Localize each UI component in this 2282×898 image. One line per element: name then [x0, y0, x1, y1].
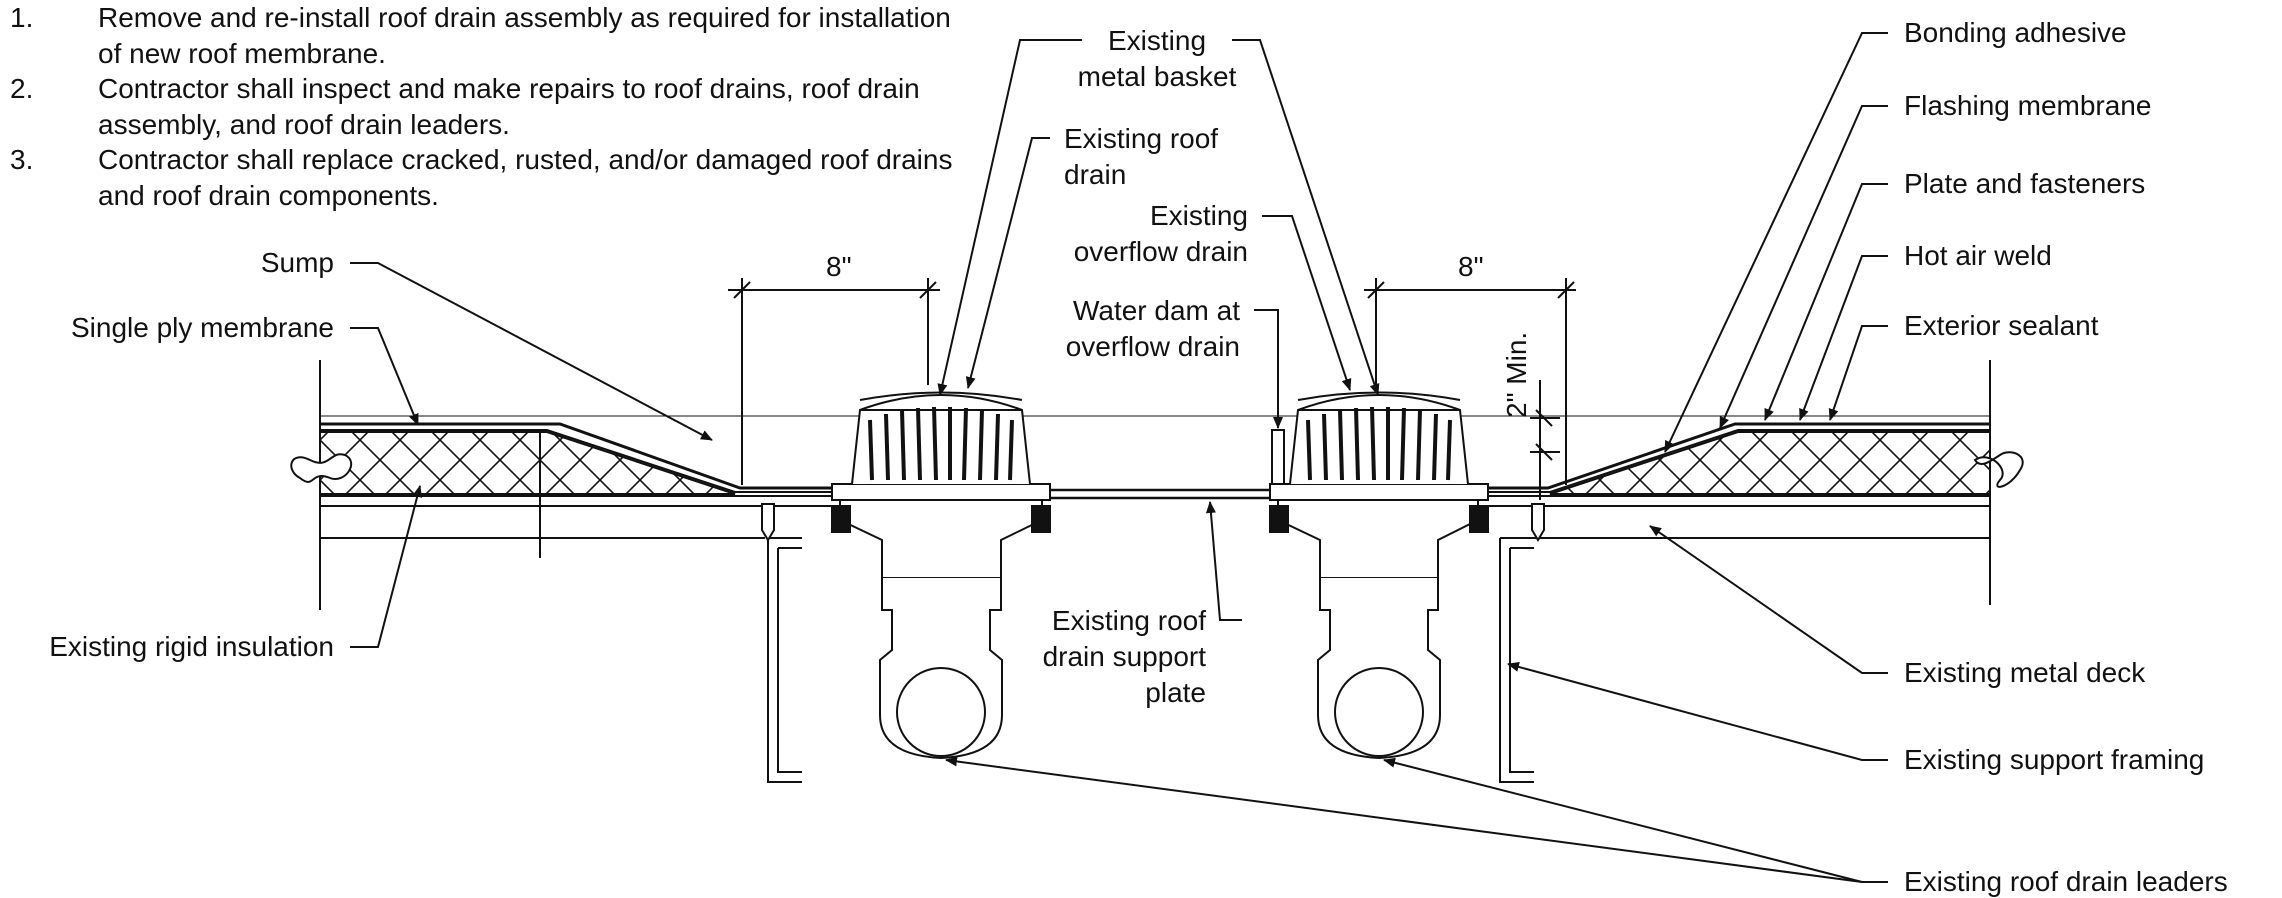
note-3: 3. Contractor shall replace cracked, rust… [10, 142, 970, 213]
label-roof-drain-1: Existing roof [1064, 123, 1218, 154]
note-2-number: 2. [10, 73, 34, 104]
leader-metal-basket-right [1232, 39, 1380, 396]
leader-overflow-drain [1262, 215, 1352, 391]
roof-drain-left [831, 391, 1051, 760]
leader-lines [350, 32, 1888, 883]
note-1: 1. Remove and re-install roof drain assem… [10, 0, 970, 71]
note-2: 2. Contractor shall inspect and make repa… [10, 71, 970, 142]
leader-flashing-membrane [1719, 105, 1888, 429]
label-support-plate-2: drain support [1043, 641, 1207, 672]
rigid-insulation-right [1549, 431, 1991, 495]
label-plate-and-fasteners: Plate and fasteners [1904, 168, 2145, 199]
leader-drain-leaders-left [945, 756, 1888, 883]
label-existing-metal-deck: Existing metal deck [1904, 657, 2146, 688]
label-existing-roof-drain-leaders: Existing roof drain leaders [1904, 866, 2228, 897]
drain-basket-right [1289, 394, 1469, 485]
leader-support-framing [1507, 662, 1888, 761]
single-ply-membrane-left [320, 422, 850, 490]
drain-clamp-left [831, 505, 1051, 533]
fastener-left [761, 503, 775, 542]
label-bonding-adhesive: Bonding adhesive [1904, 17, 2127, 48]
dim-left-label: 8" [826, 251, 852, 282]
leader-hot-air-weld [1799, 255, 1888, 421]
dim-right-label: 8" [1458, 251, 1484, 282]
label-existing-rigid-insulation: Existing rigid insulation [49, 631, 334, 662]
support-framing-left [767, 537, 802, 783]
roof-assembly [290, 360, 2024, 783]
leader-water-dam [1254, 309, 1283, 429]
drain-body-left [839, 499, 1043, 579]
dimension-lines [728, 278, 1576, 500]
dim-right-line [1364, 278, 1576, 485]
label-water-dam-1: Water dam at [1073, 295, 1240, 326]
insulation-top-left [320, 429, 850, 493]
leader-exterior-sealant [1828, 325, 1888, 421]
break-symbol-left [290, 453, 353, 483]
note-3-number: 3. [10, 144, 34, 175]
label-flashing-membrane: Flashing membrane [1904, 90, 2151, 121]
note-3-text: Contractor shall replace cracked, rusted… [98, 144, 953, 211]
leader-rigid-insulation [350, 485, 423, 648]
overflow-drain-right [1269, 391, 1489, 760]
drain-pipe-right [1334, 667, 1424, 757]
dim-left-line [728, 278, 940, 485]
note-2-text: Contractor shall inspect and make repair… [98, 73, 920, 140]
drain-body-right [1277, 499, 1479, 579]
leader-metal-deck [1649, 525, 1888, 674]
label-overflow-drain-1: Existing [1150, 200, 1248, 231]
label-metal-basket-1: Existing [1108, 25, 1206, 56]
note-1-number: 1. [10, 2, 34, 33]
drain-basket-left [851, 394, 1031, 485]
break-symbol-right [1973, 451, 2024, 488]
note-1-text: Remove and re-install roof drain assembl… [98, 2, 951, 69]
leader-sump [350, 262, 713, 441]
label-support-plate-3: plate [1145, 677, 1206, 708]
label-metal-basket-2: metal basket [1078, 61, 1237, 92]
label-exterior-sealant: Exterior sealant [1904, 310, 2099, 341]
leader-plate-fasteners [1764, 183, 1888, 421]
label-existing-support-framing: Existing support framing [1904, 744, 2204, 775]
leader-single-ply [350, 327, 419, 426]
single-ply-membrane-right [1440, 422, 1990, 490]
leader-roof-drain [965, 137, 1050, 389]
drain-flange-right [1269, 483, 1489, 501]
drain-pipe-left [896, 667, 986, 757]
label-overflow-drain-2: overflow drain [1074, 236, 1248, 267]
fastener-right [1531, 503, 1545, 542]
general-notes: 1. Remove and re-install roof drain assem… [10, 0, 970, 213]
label-roof-drain-2: drain [1064, 159, 1126, 190]
drain-basket-slots-left [868, 406, 1014, 481]
support-framing-right [1499, 537, 1534, 783]
label-support-plate-1: Existing roof [1052, 605, 1206, 636]
leader-bonding-adhesive [1664, 32, 1888, 453]
drain-basket-slots-right [1306, 406, 1452, 481]
dim-height-line [1530, 380, 1560, 500]
leader-support-plate [1205, 501, 1242, 621]
metal-deck-right [1440, 495, 1990, 539]
leader-metal-basket-left [937, 39, 1082, 396]
insulation-top-right [1440, 429, 1990, 493]
label-water-dam-2: overflow drain [1066, 331, 1240, 362]
label-hot-air-weld: Hot air weld [1904, 240, 2052, 271]
drain-flange-left [831, 483, 1051, 501]
leader-drain-leaders-right [1383, 757, 1863, 883]
drain-clamp-right [1269, 505, 1489, 533]
label-single-ply-membrane: Single ply membrane [71, 312, 334, 343]
label-sump: Sump [261, 247, 334, 278]
membrane-center [1025, 488, 1270, 500]
dim-height-label: 2" Min. [1501, 332, 1532, 418]
